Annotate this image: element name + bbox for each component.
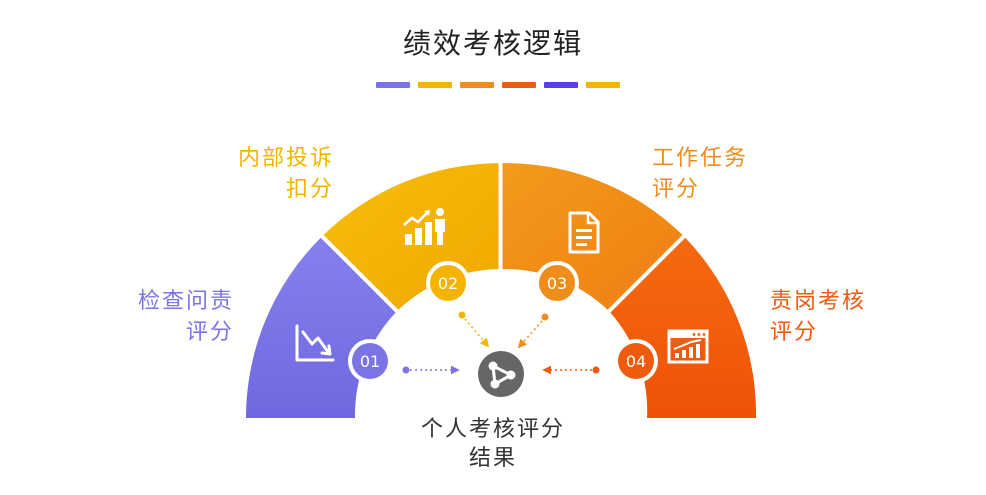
badge-03-text: 03 xyxy=(547,274,567,293)
growth-person-icon xyxy=(403,208,445,245)
badge-02: 02 xyxy=(426,261,470,305)
browser-chart-icon xyxy=(667,329,709,364)
arrow-01 xyxy=(402,365,460,375)
label-03-line1: 工作任务 xyxy=(652,146,749,171)
arrow-04 xyxy=(542,365,600,375)
label-segment-01: 检查问责 评分 xyxy=(120,286,234,348)
badge-01-text: 01 xyxy=(360,352,380,371)
document-icon xyxy=(568,211,600,254)
center-label-line1: 个人考核评分 xyxy=(420,417,565,442)
badge-01: 01 xyxy=(348,339,392,383)
label-01-line2: 评分 xyxy=(185,320,234,345)
label-04-line2: 评分 xyxy=(770,320,819,345)
badge-03: 03 xyxy=(535,261,579,305)
title-bar-swatch-1 xyxy=(376,82,410,88)
label-04-line1: 责岗考核 xyxy=(770,289,867,314)
label-01-line1: 检查问责 xyxy=(137,289,234,314)
page-title: 绩效考核逻辑 xyxy=(402,27,583,60)
title-bar-swatch-4 xyxy=(502,82,536,88)
title-color-bar xyxy=(376,82,624,88)
title-bar-swatch-6 xyxy=(586,82,620,88)
declining-chart-icon xyxy=(295,324,335,362)
label-segment-02: 内部投诉 扣分 xyxy=(220,143,334,205)
badge-04: 04 xyxy=(614,339,658,383)
badge-04-text: 04 xyxy=(626,352,646,371)
label-segment-04: 责岗考核 评分 xyxy=(770,286,890,348)
label-03-line2: 评分 xyxy=(652,177,701,202)
arrow-02 xyxy=(458,311,490,348)
center-label-line2: 结果 xyxy=(468,446,517,471)
title-bar-swatch-3 xyxy=(460,82,494,88)
label-02-line2: 扣分 xyxy=(285,177,334,202)
badge-02-text: 02 xyxy=(438,274,458,293)
title-bar-swatch-5 xyxy=(544,82,578,88)
share-icon xyxy=(478,351,524,397)
label-02-line1: 内部投诉 xyxy=(237,146,334,171)
label-segment-03: 工作任务 评分 xyxy=(652,143,772,205)
center-result-label: 个人考核评分 结果 xyxy=(393,415,593,473)
arrow-03 xyxy=(517,313,549,349)
title-bar-swatch-2 xyxy=(418,82,452,88)
